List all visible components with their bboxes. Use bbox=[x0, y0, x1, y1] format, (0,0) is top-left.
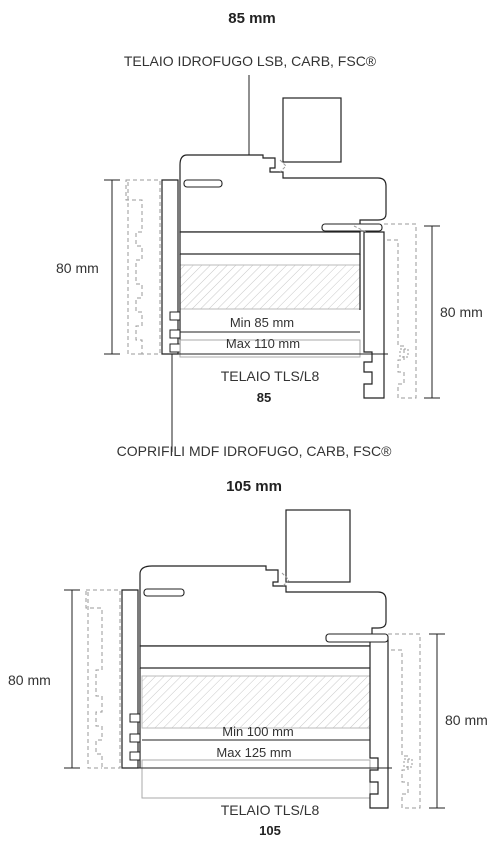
section1-title: 85 mm bbox=[228, 10, 276, 27]
hatched-wall bbox=[179, 264, 361, 310]
section1-drawing bbox=[104, 75, 440, 452]
section2-left-dim: 80 mm bbox=[8, 672, 51, 688]
section1-min-dim: Min 85 mm bbox=[229, 315, 295, 330]
left-casing-dashed bbox=[125, 179, 161, 355]
section2-drawing bbox=[64, 509, 445, 809]
door-leaf-block bbox=[282, 97, 342, 163]
section2-right-dim: 80 mm bbox=[445, 712, 488, 728]
section2-min-dim: Min 100 mm bbox=[222, 724, 294, 739]
right-jamb bbox=[363, 231, 385, 399]
right-casing-dashed bbox=[384, 223, 417, 399]
section1-max-dim: Max 110 mm bbox=[225, 336, 301, 351]
section2-title: 105 mm bbox=[226, 478, 282, 495]
hatched-wall-2 bbox=[141, 675, 371, 729]
section2-frame-code: 105 bbox=[259, 823, 281, 838]
section1-right-dim: 80 mm bbox=[440, 304, 483, 320]
right-casing-dashed-2 bbox=[388, 633, 421, 809]
left-jamb bbox=[161, 179, 179, 355]
section2-frame-label: TELAIO TLS/L8 bbox=[220, 802, 320, 818]
frame-top-profile-2 bbox=[139, 565, 387, 647]
door-leaf-block-2 bbox=[285, 509, 351, 583]
left-casing-dashed-2 bbox=[85, 589, 121, 769]
section1-top-label: TELAIO IDROFUGO LSB, CARB, FSC® bbox=[123, 53, 377, 69]
section1-frame-label: TELAIO TLS/L8 bbox=[220, 368, 320, 384]
section2-max-dim: Max 125 mm bbox=[216, 745, 292, 760]
section1-frame-code: 85 bbox=[256, 390, 272, 405]
frame-top-profile bbox=[179, 154, 387, 233]
section1-left-dim: 80 mm bbox=[56, 260, 99, 276]
right-jamb-2 bbox=[369, 639, 389, 809]
section1-bottom-label: COPRIFILI MDF IDROFUGO, CARB, FSC® bbox=[116, 443, 392, 459]
